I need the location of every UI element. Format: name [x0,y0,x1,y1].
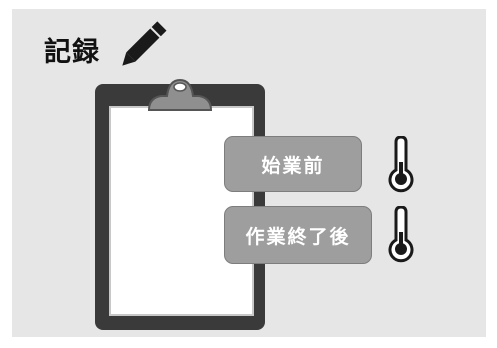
before-start-label: 始業前 [224,136,362,192]
clipboard-clip [147,78,213,111]
pencil-icon [122,21,167,66]
thermometer-icon [388,136,414,193]
page-title: 記録 [44,37,100,68]
after-work-label: 作業終了後 [224,206,372,264]
thermometer-icon [388,206,414,263]
